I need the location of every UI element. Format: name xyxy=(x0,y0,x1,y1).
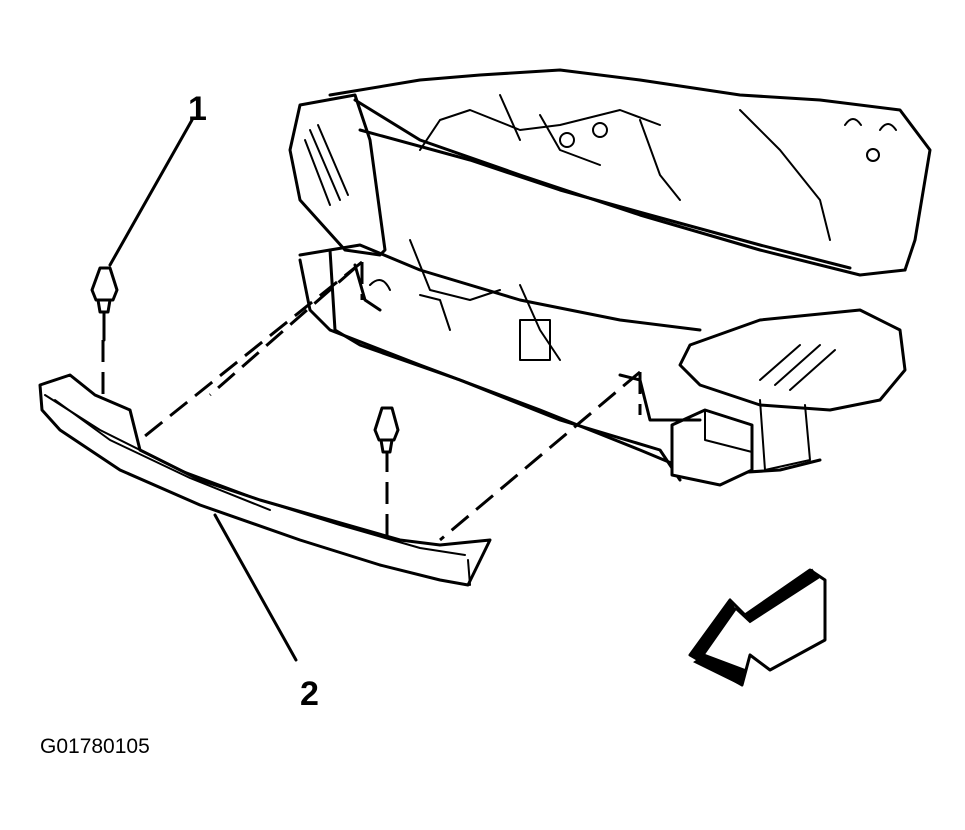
push-pin-retainer-2 xyxy=(373,406,400,472)
callout-1: 1 xyxy=(188,90,207,128)
vehicle-front-end xyxy=(288,68,932,487)
push-pin-retainer xyxy=(90,266,119,342)
leader-line-1 xyxy=(108,118,194,267)
alignment-lines xyxy=(101,260,642,550)
figure-id: G01780105 xyxy=(40,735,150,758)
leader-line-2 xyxy=(213,513,298,662)
air-deflector xyxy=(38,373,492,587)
callout-2: 2 xyxy=(300,675,319,713)
arrow-icon xyxy=(688,568,827,687)
